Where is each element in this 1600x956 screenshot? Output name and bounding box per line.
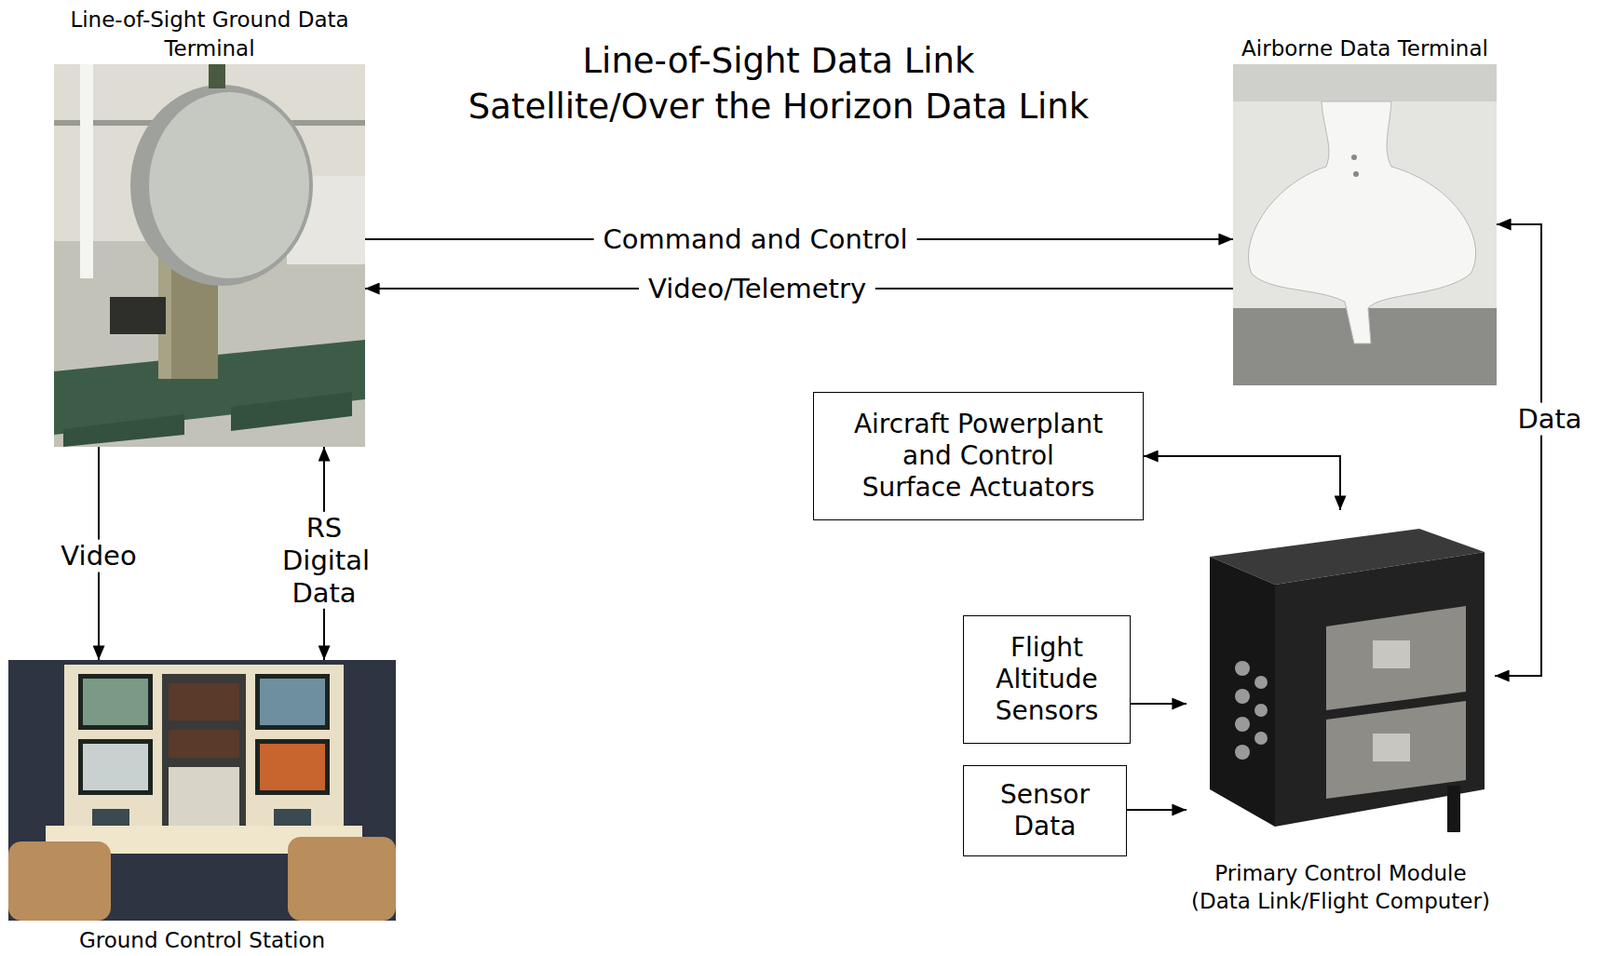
airborne-terminal-node: Airborne Data Terminal	[1233, 64, 1497, 386]
edge-label: Video	[51, 540, 146, 573]
sensor-box: Flight Altitude Sensors	[962, 615, 1131, 745]
ground-terminal-node: Line-of-Sight Ground Data Terminal	[54, 64, 366, 448]
photo-caption: Line-of-Sight Ground Data Terminal	[41, 5, 378, 63]
box-label: Aircraft Powerplant and Control Surface …	[823, 408, 1134, 504]
photo-caption: Primary Control Module (Data Link/Flight…	[1184, 859, 1497, 917]
control-module-photo	[1186, 510, 1495, 847]
box-label: Flight Altitude Sensors	[973, 632, 1121, 728]
edge-label: RS Digital Data	[272, 512, 376, 610]
connector-arrow	[1130, 703, 1187, 706]
edge-label: Command and Control	[594, 223, 918, 257]
connector-arrow	[1143, 456, 1341, 511]
subtitle: Satellite/Over the Horizon Data Link	[468, 86, 1089, 128]
sensor-data-box: Sensor Data	[962, 765, 1127, 857]
connector-arrow	[1126, 809, 1187, 812]
ground-terminal-photo	[54, 64, 366, 448]
photo-caption: Ground Control Station	[79, 926, 326, 955]
edge-label: Video/Telemetry	[638, 272, 876, 306]
control-module-node: Primary Control Module (Data Link/Flight…	[1186, 510, 1495, 847]
photo-caption: Airborne Data Terminal	[1241, 34, 1489, 63]
ground-station-node: Ground Control Station	[8, 660, 396, 922]
title: Line-of-Sight Data Link	[583, 40, 976, 82]
airborne-terminal-photo	[1233, 64, 1497, 386]
edge-label: Data	[1507, 403, 1591, 436]
actuator-box: Aircraft Powerplant and Control Surface …	[813, 392, 1144, 521]
connector-arrow	[1494, 224, 1542, 677]
ground-station-photo	[8, 660, 396, 922]
box-label: Sensor Data	[973, 779, 1117, 843]
